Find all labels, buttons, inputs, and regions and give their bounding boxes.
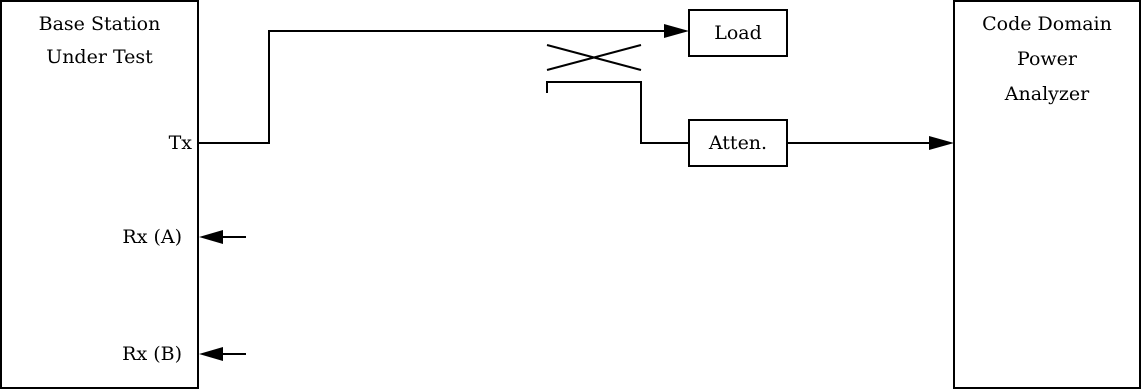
analyzer-title-line3: Analyzer bbox=[1004, 83, 1090, 105]
tx-port-label: Tx bbox=[168, 132, 192, 154]
rx-a-port-label: Rx (A) bbox=[122, 226, 182, 248]
rx-a-arrowhead bbox=[199, 230, 223, 244]
rx-b-port-label: Rx (B) bbox=[122, 343, 182, 365]
load-label: Load bbox=[714, 22, 762, 44]
attenuator-label: Atten. bbox=[708, 132, 768, 154]
rx-b-arrowhead bbox=[199, 347, 223, 361]
load-arrowhead bbox=[664, 24, 689, 38]
analyzer-title-line1: Code Domain bbox=[982, 13, 1112, 35]
analyzer-block bbox=[953, 0, 1141, 389]
load-box bbox=[688, 9, 788, 57]
tx-to-load-line bbox=[198, 30, 676, 144]
base-station-title-line2: Under Test bbox=[46, 46, 153, 68]
base-station-title-line1: Base Station bbox=[38, 13, 161, 35]
analyzer-arrowhead bbox=[929, 136, 954, 150]
analyzer-title-line2: Power bbox=[1016, 48, 1078, 70]
base-station-block bbox=[0, 0, 199, 389]
coupler-line-2 bbox=[546, 44, 642, 71]
coupled-port-line bbox=[546, 81, 689, 144]
